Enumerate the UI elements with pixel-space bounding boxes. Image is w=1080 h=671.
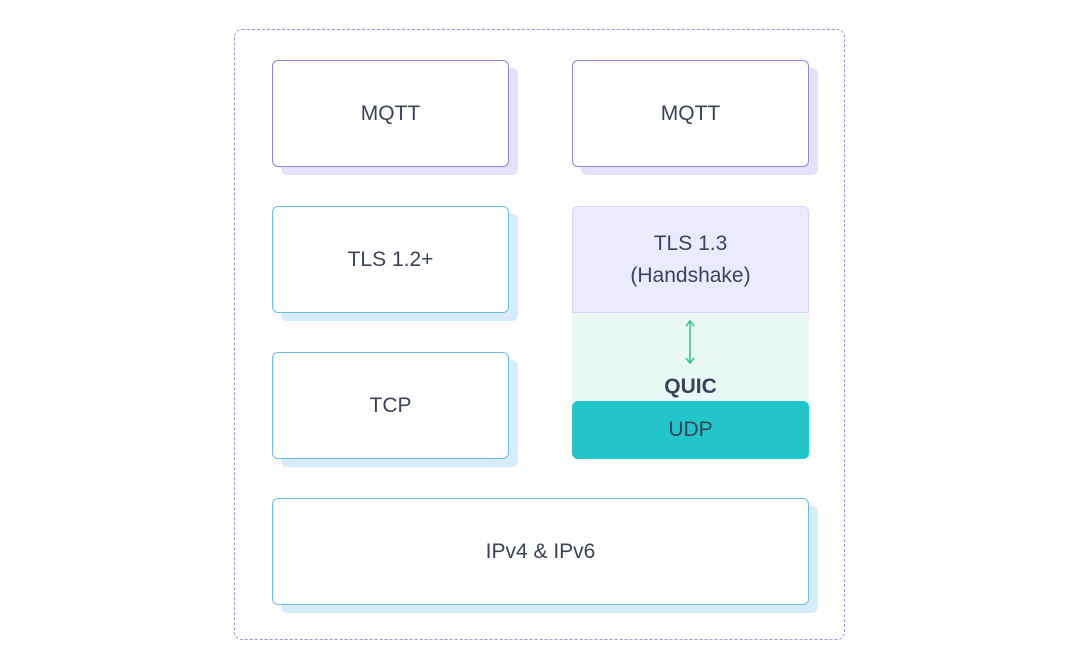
quic-stack: TLS 1.3 (Handshake) QUIC UDP <box>572 206 809 459</box>
udp-label: UDP <box>668 418 713 441</box>
double-arrow-icon <box>685 319 695 365</box>
tls13-label: TLS 1.3 <box>653 231 728 255</box>
left-mqtt-box: MQTT <box>272 60 509 167</box>
tls13-handshake-label: (Handshake) <box>630 263 751 287</box>
ip-label: IPv4 & IPv6 <box>485 539 596 563</box>
left-mqtt-label: MQTT <box>360 101 421 125</box>
right-mqtt-label: MQTT <box>660 101 721 125</box>
quic-label: QUIC <box>664 375 717 398</box>
tls13-box: TLS 1.3 (Handshake) <box>572 206 809 313</box>
udp-box: UDP <box>572 401 809 459</box>
diagram-frame <box>234 29 845 640</box>
quic-zone: QUIC <box>572 313 809 408</box>
left-tls-box: TLS 1.2+ <box>272 206 509 313</box>
left-tcp-label: TCP <box>369 393 412 417</box>
right-mqtt-box: MQTT <box>572 60 809 167</box>
left-tcp-box: TCP <box>272 352 509 459</box>
ip-box: IPv4 & IPv6 <box>272 498 809 605</box>
left-tls-label: TLS 1.2+ <box>347 247 434 271</box>
